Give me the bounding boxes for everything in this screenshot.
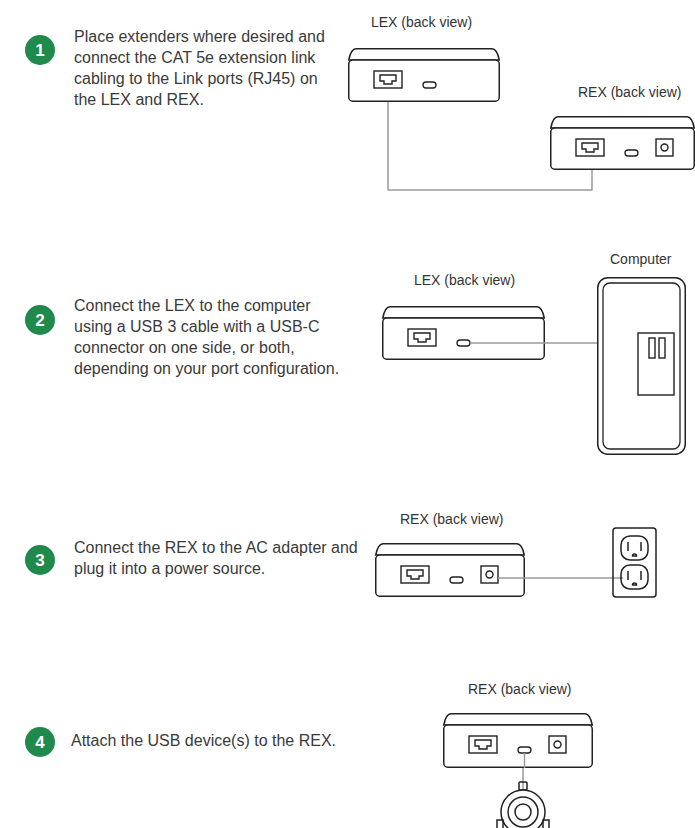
computer-case [598,278,686,455]
step-instruction: Connect the REX to the AC adapter and pl… [74,537,374,579]
usb-c-port [518,747,531,753]
computer-panel [603,283,680,449]
step-instruction: Attach the USB device(s) to the REX. [71,730,391,751]
extender-body [348,48,500,102]
wall-outlet [613,528,656,597]
power-cable [498,577,525,579]
step-instruction: Connect the LEX to the computer using a … [74,295,344,379]
unit-caption: Computer [610,251,671,267]
unit-caption: LEX (back view) [371,14,472,30]
extender-body [443,713,593,768]
usb-c-port [450,577,463,583]
rj45-port [576,139,604,156]
callout-number: 3 [35,552,44,569]
unit-caption: REX (back view) [400,511,503,527]
callout-number: 2 [35,312,44,329]
usb-c-port [457,340,470,346]
device-face [376,555,525,596]
device-outline [550,116,695,170]
device-face [383,318,545,359]
device-top [444,714,593,725]
computer-case [597,277,686,455]
extender-unit: REX (back view) [375,511,525,597]
dc-power-jack [481,566,498,583]
usb-cable [522,768,524,790]
extender-body [550,116,695,170]
usb-cable [470,342,545,344]
step-number-circle: 4 [25,727,55,757]
device-outline [382,306,545,360]
usb-c-port [423,82,436,88]
rj45-port [401,566,429,583]
rj45-port [469,736,497,753]
unit-caption: REX (back view) [578,84,681,100]
usb-port-block [638,333,674,395]
step-instruction: Place extenders where desired and connec… [74,26,344,110]
extender-unit: REX (back view) [443,681,593,768]
device-top [551,117,695,128]
step-number-circle: 1 [25,35,55,65]
dc-power-jack [549,736,566,753]
device-top [376,544,525,555]
device-face [444,725,593,767]
device-face [551,128,695,169]
callout-number: 4 [35,734,44,751]
unit-caption: LEX (back view) [414,272,515,288]
extender-unit: LEX (back view) [382,272,545,360]
extender-body [382,306,545,360]
computer: Computer [597,251,686,455]
device-outline [375,543,525,597]
usb-cable [524,753,526,768]
rj45-port [374,71,402,88]
dc-power-jack [656,139,673,156]
extender-unit: LEX (back view) [348,14,500,102]
computer-outline [597,277,686,455]
device-top [349,49,500,60]
step-number-circle: 2 [25,305,55,335]
device-face [349,60,500,101]
step-number-circle: 3 [25,545,55,575]
callout-number: 1 [35,42,44,59]
usb-device [497,782,549,828]
rj45-port [408,329,436,346]
usb-c-port [625,150,638,156]
power-cable [525,577,623,579]
extender-body [375,543,525,597]
device-outline [348,48,500,102]
extender-unit: REX (back view) [550,84,695,170]
device-outline [443,713,593,768]
device-top [383,307,545,318]
unit-caption: REX (back view) [468,681,571,697]
